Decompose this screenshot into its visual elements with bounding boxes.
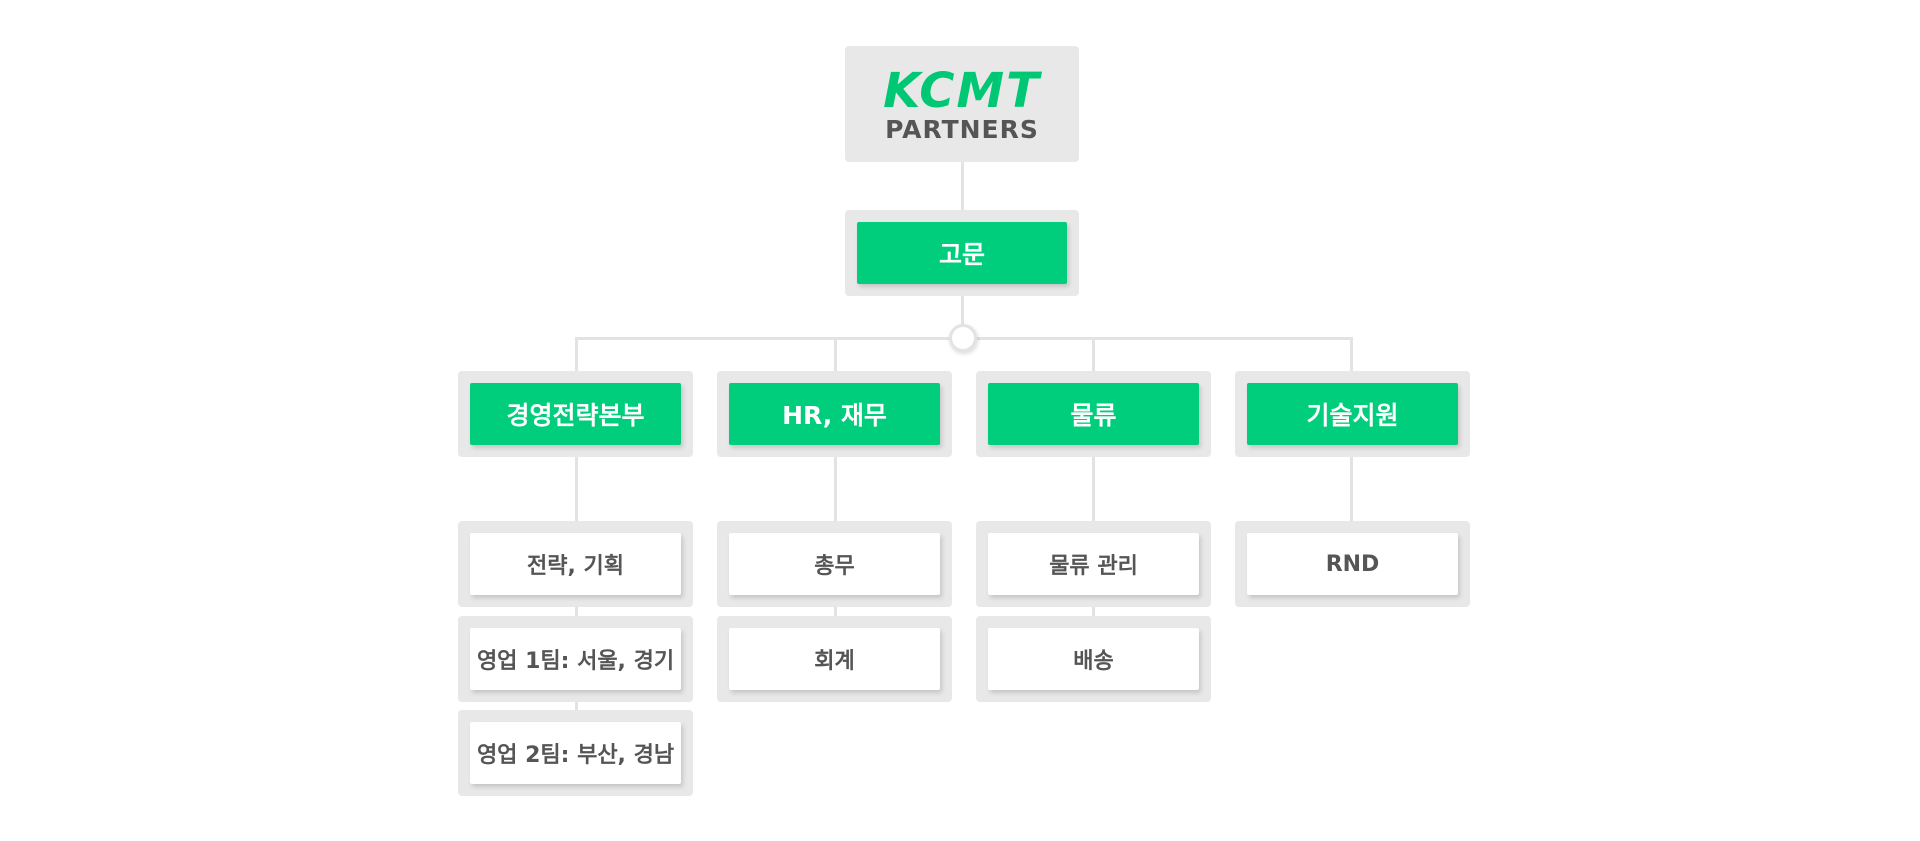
team-label: 회계 <box>729 628 940 690</box>
team-label: 총무 <box>729 533 940 595</box>
dept-hr-finance-node: HR, 재무 <box>717 371 952 457</box>
dept-label: HR, 재무 <box>729 383 940 445</box>
team-label: 물류 관리 <box>988 533 1199 595</box>
team-node: 총무 <box>717 521 952 607</box>
connector-advisor-hub <box>961 296 964 338</box>
connector-dept-4 <box>1350 337 1353 371</box>
team-node: RND <box>1235 521 1470 607</box>
team-label: 전략, 기획 <box>470 533 681 595</box>
connector-dept-2 <box>834 337 837 371</box>
connector-dept-1 <box>575 337 578 371</box>
dept-label: 경영전략본부 <box>470 383 681 445</box>
team-node: 배송 <box>976 616 1211 702</box>
dept-tech-support-node: 기술지원 <box>1235 371 1470 457</box>
team-label: 영업 2팀: 부산, 경남 <box>470 722 681 784</box>
dept-label: 기술지원 <box>1247 383 1458 445</box>
logo-brand-text: KCMT <box>883 63 1041 119</box>
connector-logo-advisor <box>961 162 964 210</box>
advisor-node: 고문 <box>845 210 1079 296</box>
company-logo: KCMT PARTNERS <box>845 46 1079 162</box>
team-node: 영업 2팀: 부산, 경남 <box>458 710 693 796</box>
dept-label: 물류 <box>988 383 1199 445</box>
dept-logistics-node: 물류 <box>976 371 1211 457</box>
logo-sub-text: PARTNERS <box>885 115 1039 144</box>
team-node: 영업 1팀: 서울, 경기 <box>458 616 693 702</box>
team-label: RND <box>1247 533 1458 595</box>
branch-hub-node <box>949 324 977 352</box>
team-label: 영업 1팀: 서울, 경기 <box>470 628 681 690</box>
team-label: 배송 <box>988 628 1199 690</box>
advisor-label: 고문 <box>857 222 1067 284</box>
team-node: 회계 <box>717 616 952 702</box>
team-node: 전략, 기획 <box>458 521 693 607</box>
connector-col-4 <box>1350 457 1353 521</box>
dept-strategy-node: 경영전략본부 <box>458 371 693 457</box>
connector-dept-3 <box>1092 337 1095 371</box>
team-node: 물류 관리 <box>976 521 1211 607</box>
